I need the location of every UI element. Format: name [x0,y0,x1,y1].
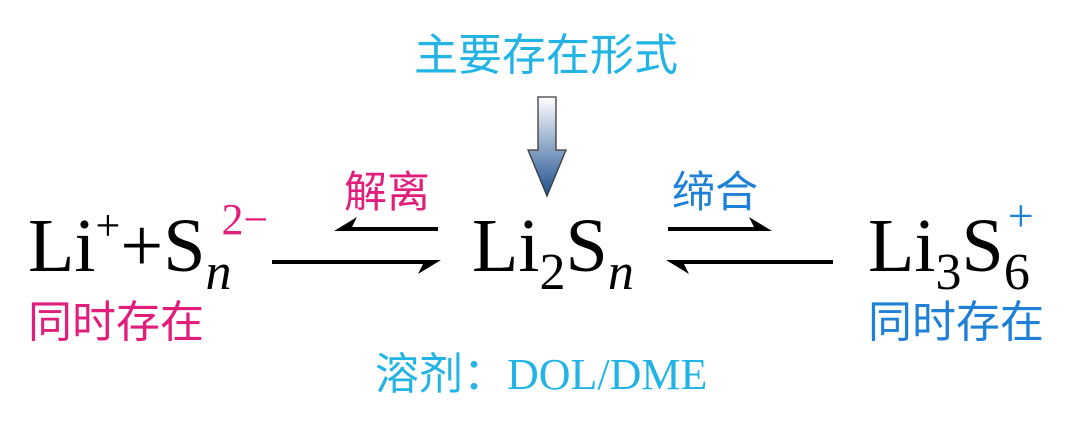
association-label: 缔合 [672,168,758,218]
dissociation-arrow [334,217,438,231]
sulfur-symbol: S [163,204,206,288]
lithium-symbol: Li [28,204,96,288]
coexist-note-left: 同时存在 [28,297,204,348]
right-equilibrium-arrows-icon [666,217,833,274]
dissociation-label: 解离 [344,168,430,218]
associated-cluster-formula: Li3S6+ [868,193,1034,299]
sulfur-symbol: S [961,204,1004,288]
lithium-symbol: Li [868,204,936,288]
cluster-charge: + [1007,190,1034,241]
sulfur-subscript: 6 [1003,244,1030,301]
association-arrow [668,217,772,231]
sulfur-subscript: n [607,244,634,301]
main-species-formula: Li2Sn [472,208,634,299]
lithium-subscript: 2 [539,244,566,301]
plus-sign: + [120,204,164,288]
sulfur-symbol: S [565,204,608,288]
reverse-association-arrow [666,260,833,274]
dissociated-ions-formula: Li++Sn2− [28,198,268,299]
coexist-note-right: 同时存在 [868,297,1044,348]
lithium-symbol: Li [472,204,540,288]
left-equilibrium-arrows-icon [272,217,441,274]
main-form-label: 主要存在形式 [414,30,678,81]
lithium-subscript: 3 [935,244,962,301]
solvent-label: 溶剂：DOL/DME [375,350,708,399]
sulfur-subscript: n [205,244,232,301]
down-arrow-icon [527,96,567,198]
recombination-arrow [272,260,441,274]
lithium-ion-charge: + [95,201,121,250]
polysulfide-charge: 2− [221,195,269,244]
